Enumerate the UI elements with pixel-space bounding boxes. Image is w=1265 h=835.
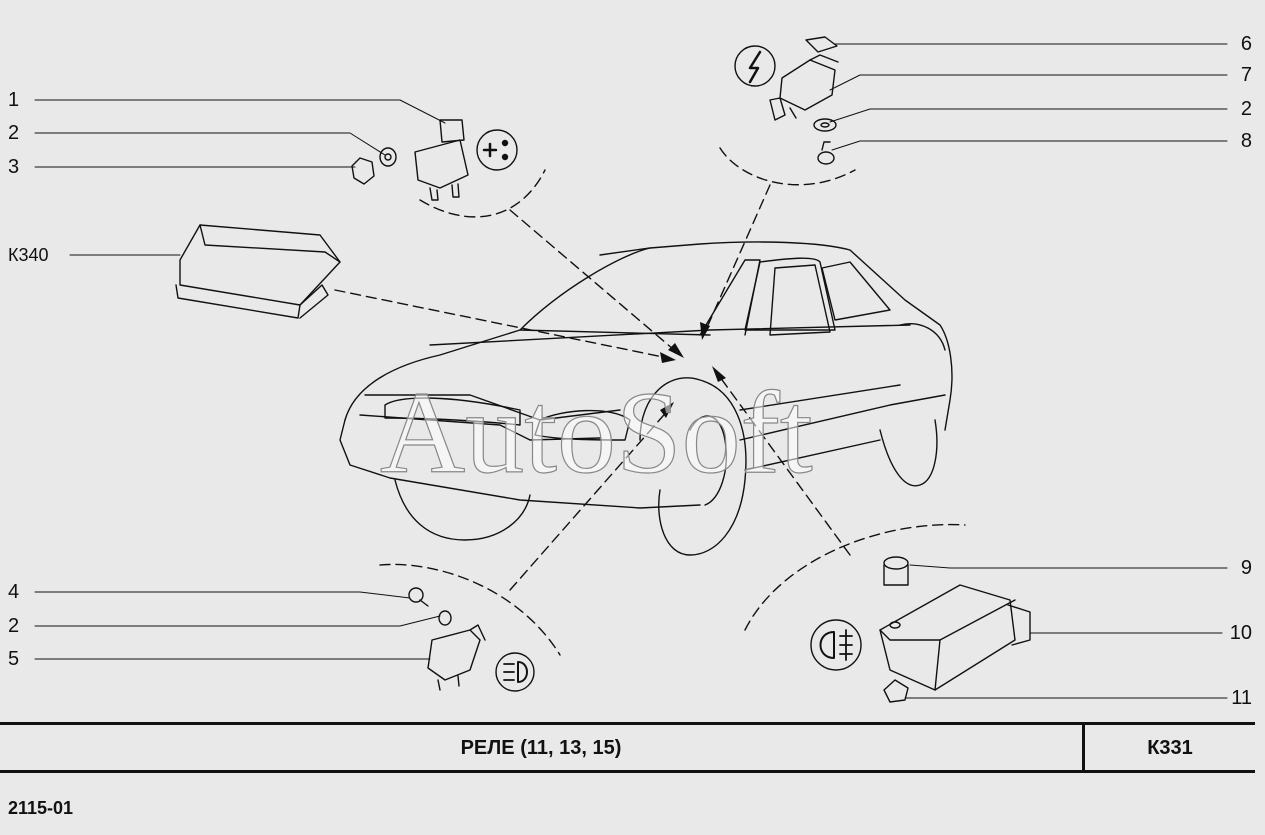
- callout-k340: К340: [8, 245, 49, 265]
- page-title: РЕЛЕ (11, 13, 15): [460, 737, 622, 759]
- car-outline: [339, 241, 953, 556]
- callout-5: 5: [8, 648, 20, 670]
- dashed-arcs: [379, 147, 966, 656]
- relay-top-left: [351, 119, 469, 201]
- relay-bottom-right: [879, 556, 1031, 703]
- diagram-code: К331: [1147, 737, 1193, 759]
- callout-9: 9: [1240, 557, 1252, 579]
- k340-block: [175, 224, 341, 319]
- callout-11: 11: [1231, 687, 1252, 709]
- lightning-icon: [734, 45, 776, 87]
- fan-icon: [476, 129, 518, 171]
- fog-lamp-icon: [495, 652, 535, 692]
- callout-2-top-right: 2: [1240, 98, 1252, 120]
- title-block: РЕЛЕ (11, 13, 15) К331: [0, 722, 1255, 773]
- headlight-fog-icon: [810, 619, 862, 671]
- model-code: 2115-01: [8, 798, 74, 818]
- relay-bottom-left: [408, 587, 486, 691]
- leader-lines-left: [34, 99, 446, 660]
- callout-1: 1: [8, 89, 20, 111]
- callout-7: 7: [1240, 64, 1252, 86]
- arrowheads: [660, 322, 726, 418]
- callout-3: 3: [8, 156, 20, 178]
- callout-6: 6: [1240, 33, 1252, 55]
- callout-2-top-left: 2: [8, 122, 20, 144]
- title-divider: [1082, 725, 1085, 770]
- callout-2-bottom-left: 2: [8, 615, 20, 637]
- dashed-arrows: [334, 184, 851, 591]
- callout-8: 8: [1240, 130, 1252, 152]
- callout-4: 4: [8, 581, 20, 603]
- leader-lines-right: [829, 43, 1228, 699]
- callout-10: 10: [1229, 622, 1252, 644]
- watermark: AutoSoft: [380, 367, 813, 498]
- relay-top-right: [769, 36, 839, 165]
